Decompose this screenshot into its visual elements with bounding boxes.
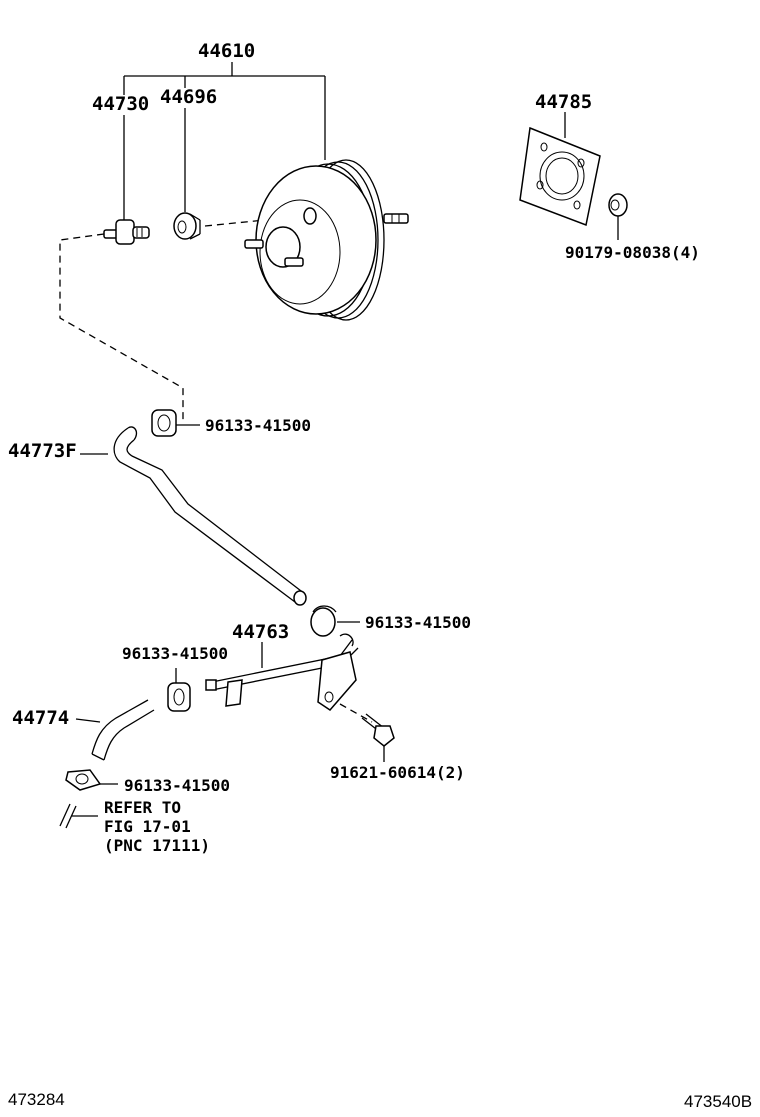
pipe-part [205,633,359,711]
label-pipe: 44763 [232,621,290,643]
clip-mid-part [310,605,360,637]
booster-assy-bracket [123,62,326,160]
footer-right-code: 473540B [684,1092,753,1111]
grommet-part [173,212,201,240]
grommet-booster-dash [204,215,306,227]
label-gasket-nut: 90179-08038(4) [565,243,700,262]
clip-pipe-part [167,668,191,712]
refer-note-line-1: REFER TO [104,798,182,817]
hose-lower-part [75,699,155,761]
valve-clip-dash [59,233,184,420]
label-check-valve: 44730 [92,93,150,115]
refer-hose-part [59,803,98,829]
refer-note-line-2: FIG 17-01 [104,817,191,836]
label-grommet: 44696 [160,86,218,108]
footer-left-code: 473284 [8,1090,65,1109]
label-booster-assy: 44610 [198,40,256,62]
label-hose-lower: 44774 [12,707,70,729]
label-bolt: 91621-60614(2) [330,763,465,782]
hose-upper-part [80,426,307,606]
gasket-nut-part [608,193,628,240]
label-clip-mid: 96133-41500 [365,613,471,632]
gasket-part [519,126,601,227]
check-valve-part [103,219,150,245]
clip-top-part [151,409,200,437]
label-clip-pipe: 96133-41500 [122,644,228,663]
brake-booster-part [244,159,409,321]
refer-note-line-3: (PNC 17111) [104,836,210,855]
bolt-part [339,703,395,762]
label-clip-lower: 96133-41500 [124,776,230,795]
clip-lower-part [65,769,118,791]
label-gasket: 44785 [535,91,593,113]
label-hose-upper: 44773F [8,440,77,462]
label-clip-top: 96133-41500 [205,416,311,435]
